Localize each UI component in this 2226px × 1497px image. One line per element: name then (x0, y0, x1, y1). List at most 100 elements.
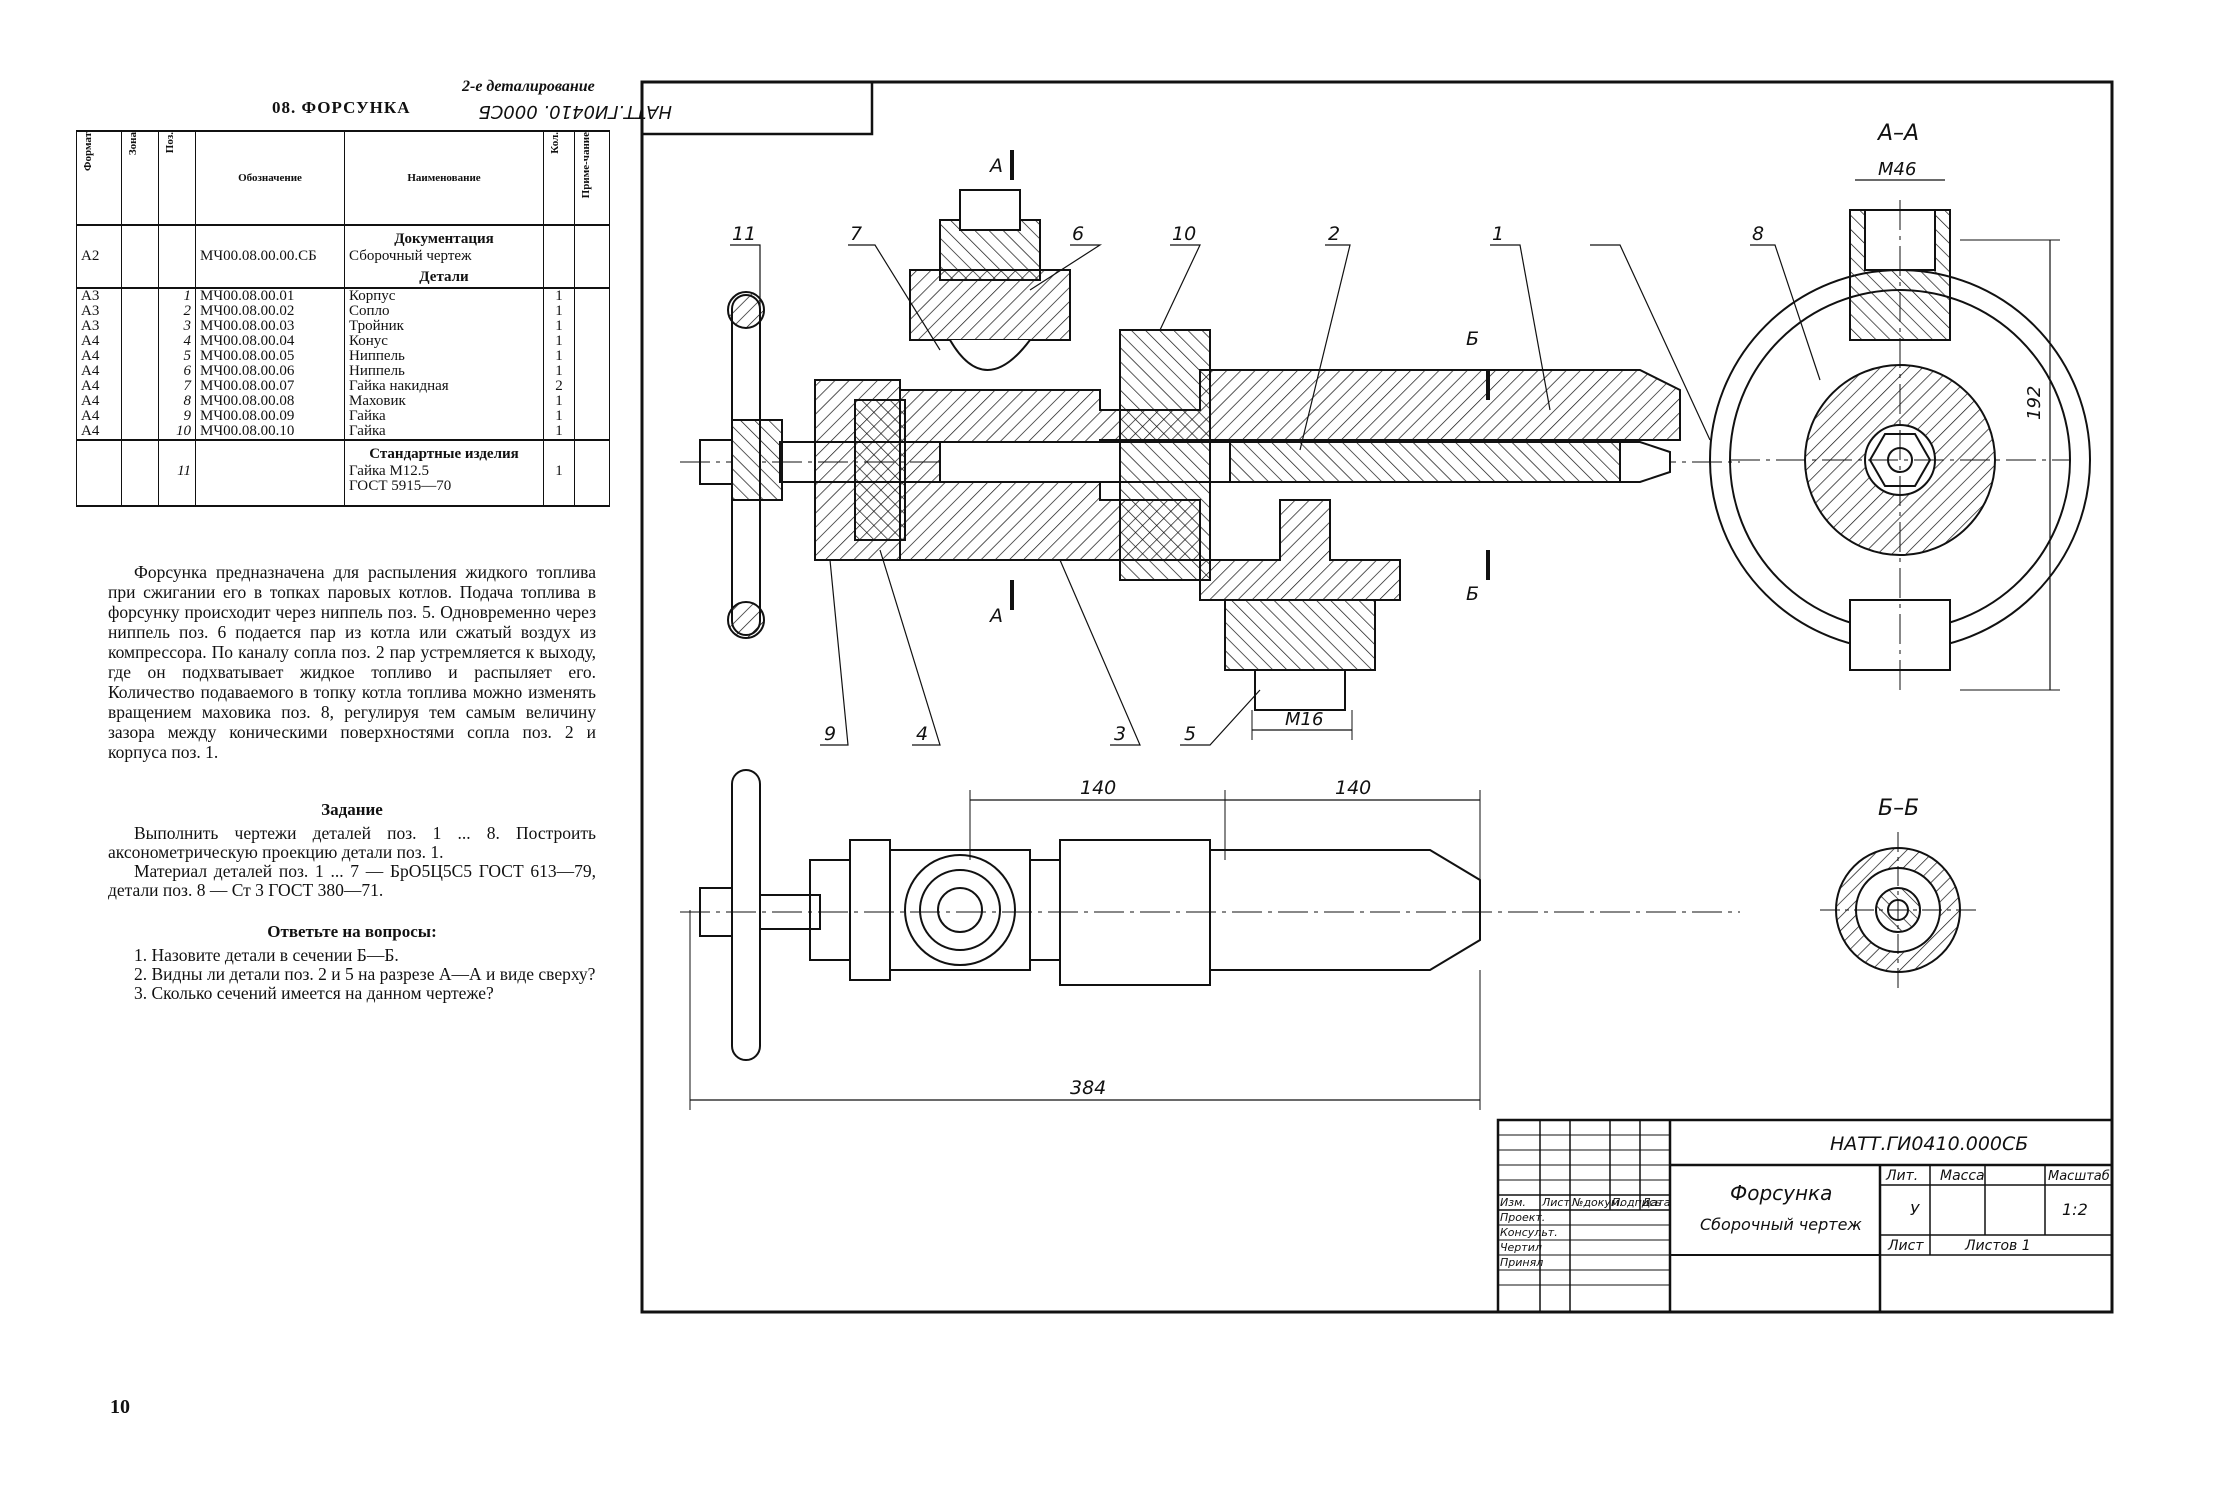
pos-label: 11 (732, 223, 756, 245)
table-row: A2 МЧ00.08.00.00.СБ Сборочный чертеж (76, 249, 610, 264)
cell-pos: 5 (158, 349, 196, 364)
rotated-stamp-code: НАТТ.ГИ0410. 000СБ (478, 101, 672, 122)
specification-table: Формат Зона Поз. Обозначение Наименовани… (76, 130, 610, 507)
tb-role: Консульт. (1500, 1226, 1558, 1239)
cell-zone (121, 319, 159, 334)
tb-col-sign: Подпись (1612, 1196, 1661, 1209)
top-view (680, 769, 1740, 1110)
cell-qty: 1 (543, 349, 575, 364)
tb-col-doc: №докум. (1571, 1196, 1623, 1209)
pos-label: 4 (916, 723, 928, 745)
cell-designation: МЧ00.08.00.03 (195, 319, 345, 334)
task-p2: Материал деталей поз. 1 ... 7 — БрО5Ц5С5… (108, 861, 596, 900)
cell-pos: 11 (158, 464, 196, 494)
cell-qty: 1 (543, 334, 575, 349)
cell-designation: МЧ00.08.00.08 (195, 394, 345, 409)
cell-designation: МЧ00.08.00.06 (195, 364, 345, 379)
tb-role: Чертил (1500, 1241, 1542, 1254)
cell-qty: 1 (543, 319, 575, 334)
cell-format: A3 (76, 288, 122, 304)
cell-qty: 1 (543, 409, 575, 424)
cell-name: Гайка накидная (344, 379, 544, 394)
cell-name: Гайка (344, 409, 544, 424)
cell-name: Сборочный чертеж (344, 249, 544, 264)
dim-m16: М16 (1285, 709, 1323, 730)
cell-pos: 2 (158, 304, 196, 319)
cut-label-B-top: Б (1466, 328, 1479, 350)
cell-format: A4 (76, 364, 122, 379)
tb-mass-header: Масса (1940, 1168, 1985, 1184)
cell-name: Ниппель (344, 364, 544, 379)
tb-col-date: Дата (1641, 1196, 1671, 1209)
tb-lit-value: У (1910, 1201, 1920, 1219)
cell-qty: 1 (543, 288, 575, 304)
cell-designation: МЧ00.08.00.04 (195, 334, 345, 349)
cell-note (574, 424, 610, 441)
cell-format: A3 (76, 304, 122, 319)
section-BB-title: Б–Б (1878, 796, 1919, 821)
cut-label-B-bottom: Б (1466, 583, 1479, 605)
cell-note (574, 288, 610, 304)
pos-label: 10 (1172, 223, 1196, 245)
title-block-code: НАТТ.ГИ0410.000СБ (1830, 1133, 2028, 1155)
cut-label-A-bottom: А (988, 605, 1003, 627)
cell-note (574, 394, 610, 409)
questions-heading: Ответьте на вопросы: (267, 922, 437, 941)
tb-role: Принял (1500, 1256, 1543, 1269)
col-note: Приме-чание (580, 132, 592, 199)
cell-zone (121, 304, 159, 319)
pos-label: 6 (1072, 223, 1084, 245)
col-qty: Кол. (549, 132, 561, 154)
cell-name: Тройник (344, 319, 544, 334)
tb-sheet: Лист (1887, 1238, 1924, 1254)
cell-pos: 6 (158, 364, 196, 379)
cell-note (574, 334, 610, 349)
section-parts: Детали (344, 264, 544, 289)
dim-m46: М46 (1878, 159, 1916, 180)
cell-name: Ниппель (344, 349, 544, 364)
col-name: Наименование (344, 130, 544, 226)
cell-pos: 3 (158, 319, 196, 334)
cell-note (574, 379, 610, 394)
pos-label: 3 (1114, 723, 1126, 745)
cell-designation: МЧ00.08.00.05 (195, 349, 345, 364)
cell-note (574, 304, 610, 319)
pos-label: 2 (1328, 223, 1340, 245)
question-item: 3. Сколько сечений имеется на данном чер… (134, 983, 494, 1003)
cell-zone (121, 379, 159, 394)
tb-role: Проект. (1500, 1211, 1545, 1224)
tb-col-izm: Изм. (1500, 1196, 1526, 1209)
dim-140-right: 140 (1335, 777, 1371, 799)
cell-qty: 1 (543, 424, 575, 441)
cell-name: Корпус (344, 288, 544, 304)
cell-pos: 9 (158, 409, 196, 424)
cell-format: A4 (76, 394, 122, 409)
cell-format: A2 (76, 249, 122, 264)
cell-designation: МЧ00.08.00.01 (195, 288, 345, 304)
cell-name: Маховик (344, 394, 544, 409)
tb-lit-header: Лит. (1885, 1168, 1918, 1184)
cell-format: A4 (76, 349, 122, 364)
pos-label: 9 (824, 723, 836, 745)
description-paragraph: Форсунка предназначена для распыления жи… (108, 562, 596, 762)
cell-designation: МЧ00.08.00.09 (195, 409, 345, 424)
title-block-subtitle: Сборочный чертеж (1700, 1215, 1862, 1234)
cell-note (574, 319, 610, 334)
tb-scale-value: 1:2 (2062, 1200, 2088, 1219)
cell-note (574, 409, 610, 424)
dim-384: 384 (1070, 1077, 1106, 1099)
task-p1: Выполнить чертежи деталей поз. 1 ... 8. … (108, 823, 596, 862)
cell-pos: 1 (158, 288, 196, 304)
cell-pos: 7 (158, 379, 196, 394)
cell-designation: МЧ00.08.00.00.СБ (195, 249, 345, 264)
